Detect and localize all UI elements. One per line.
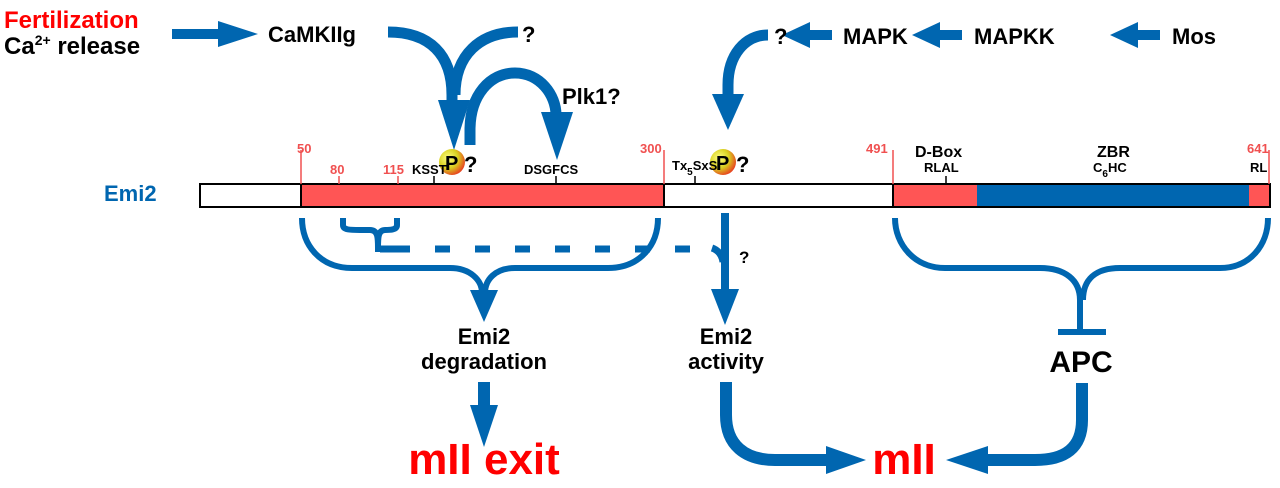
bracket-degradation <box>299 217 661 294</box>
arrow-activity-to-mii <box>720 382 830 466</box>
arrowhead-degradation <box>470 290 498 322</box>
apc-label: APC <box>1049 346 1112 379</box>
region-n-terminal-degron <box>301 185 664 206</box>
phospho-site-ksst: P ? <box>439 149 477 177</box>
arrow-plk1-arc <box>464 67 562 145</box>
position-ticks <box>300 150 1270 184</box>
domain-zbr: ZBR <box>1097 144 1130 161</box>
region-dbox <box>893 185 977 206</box>
svg-text:P: P <box>716 153 729 175</box>
fertilization-label: Fertilization <box>4 7 139 34</box>
region-rl-tail <box>1249 185 1269 206</box>
position-115: 115 <box>383 162 404 177</box>
unknown-kinase-right-label: ? <box>774 24 787 49</box>
phospho-tx5sxs-question: ? <box>736 152 749 177</box>
mos-label: Mos <box>1172 24 1216 49</box>
arrow-camkii-to-ksst <box>387 26 519 105</box>
bracket-80-115 <box>340 218 400 252</box>
position-300: 300 <box>640 141 662 156</box>
arrow-apc-to-mii <box>985 383 1088 466</box>
degradation-label-line1: Emi2 <box>458 324 511 349</box>
apc-inhibition-bar <box>1058 329 1106 335</box>
arrowhead-tx5sxs <box>712 94 744 130</box>
arrow-degradation-shaft <box>478 382 490 408</box>
motif-rlal: RLAL <box>924 160 959 175</box>
mapk-label: MAPK <box>843 24 908 49</box>
arrow-activity-shaft <box>721 213 729 293</box>
arrow-calcium-to-camkii <box>172 21 258 47</box>
mapkk-label: MAPKK <box>974 24 1055 49</box>
activity-question: ? <box>739 248 749 267</box>
camkii-label: CaMKIIg <box>268 22 356 47</box>
emi2-protein-bar <box>199 183 1271 208</box>
degradation-label-line2: degradation <box>421 349 547 374</box>
motif-c6hc: C6HC <box>1093 160 1127 180</box>
phospho-ksst-question: ? <box>464 152 477 177</box>
bracket-apc <box>892 217 1271 330</box>
arrow-unknown-to-tx5sxs <box>722 29 769 98</box>
phospho-site-tx5sxs: P ? <box>710 149 749 177</box>
dashed-line-to-activity <box>380 244 727 263</box>
arrowhead-apc-to-mii <box>946 446 988 474</box>
protein-name-label: Emi2 <box>104 181 157 206</box>
arrowhead-dsgfcs <box>541 112 573 160</box>
position-641: 641 <box>1247 141 1269 156</box>
motif-tx5sxs: Tx5SxS <box>672 158 718 178</box>
arrowhead-mii-exit <box>470 405 498 447</box>
arrowhead-ksst <box>438 100 470 150</box>
arrowhead-activity-to-mii <box>826 446 866 474</box>
position-50: 50 <box>297 141 311 156</box>
arrow-mapkk-to-mapk <box>912 22 962 48</box>
svg-text:P: P <box>445 153 458 175</box>
motif-ticks <box>433 176 947 184</box>
motif-rl: RL <box>1250 160 1267 175</box>
mii-label: mII <box>872 435 936 484</box>
calcium-release-label: Ca2+ release <box>4 32 140 60</box>
arrow-mapk-to-unknown <box>782 22 832 48</box>
position-491: 491 <box>866 141 888 156</box>
activity-label-line1: Emi2 <box>700 324 753 349</box>
motif-ksst: KSST <box>412 162 447 177</box>
region-zbr <box>977 185 1249 206</box>
activity-label-line2: activity <box>688 349 765 374</box>
domain-dbox: D-Box <box>915 144 962 161</box>
motif-dsgfcs: DSGFCS <box>524 162 579 177</box>
arrow-mos-to-mapkk <box>1110 22 1160 48</box>
unknown-kinase-left-label: ? <box>522 22 535 47</box>
mii-exit-label: mII exit <box>408 435 560 484</box>
arrowhead-activity <box>711 289 739 325</box>
position-80: 80 <box>330 162 344 177</box>
plk1-label: Plk1? <box>562 84 621 109</box>
